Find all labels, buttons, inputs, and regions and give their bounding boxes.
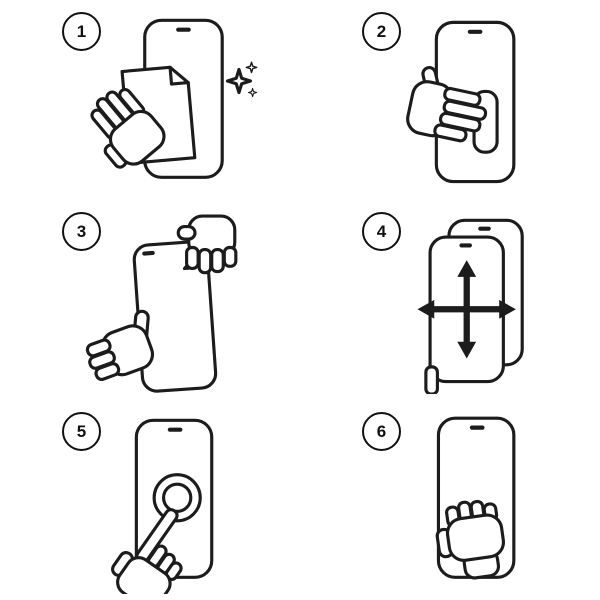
step-number: 6 [376,421,387,441]
pull-tab [424,365,439,396]
pinching-hand-icon [176,214,238,275]
step-5: 5 [0,400,300,600]
speaker-slot [167,427,183,432]
step-number-badge: 2 [362,12,401,51]
remove-backing-film-illustration [406,20,516,184]
step-number-badge: 1 [62,12,101,51]
peel-film-from-corner-illustration [85,214,238,393]
step-number-badge: 5 [62,412,101,451]
holding-hand-icon [85,309,155,381]
smoothing-fist-icon [435,499,506,580]
step-number: 1 [76,21,87,41]
speaker-slot [478,226,491,231]
step-number-badge: 6 [362,412,401,451]
speaker-slot [459,243,472,248]
press-screen-center-illustration [111,418,214,600]
step-number-badge: 3 [62,212,101,251]
speaker-slot [176,27,191,32]
speaker-slot [142,250,155,256]
step-3: 3 [0,200,300,400]
pointing-hand-icon [111,508,183,600]
step-number: 4 [376,221,387,241]
step-number: 3 [76,221,87,241]
step-2: 2 [300,0,600,200]
alignment-arrows-icon [417,260,516,359]
step-6: 6 [300,400,600,600]
step-4: 4 [300,200,600,400]
align-protector-on-screen-illustration [417,218,524,396]
clean-screen-with-wipe-illustration [90,18,258,179]
step-number: 5 [76,421,87,441]
speaker-slot [467,29,483,34]
wiping-hand-icon [90,87,166,169]
speaker-slot [469,425,485,430]
step-1: 1 [0,0,300,200]
smooth-out-with-hand-illustration [435,416,516,580]
gripping-hand-icon [406,65,488,143]
step-number-badge: 4 [362,212,401,251]
sparkle-icon [225,61,258,98]
step-number: 2 [376,21,387,41]
